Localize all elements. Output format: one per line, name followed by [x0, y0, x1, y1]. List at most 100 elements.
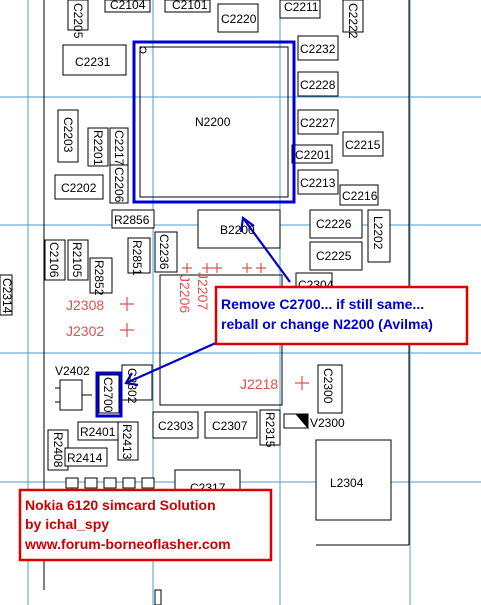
- c2201-outline: [291, 144, 333, 164]
- r2315-outline: [259, 409, 281, 446]
- n2200-pin1-marker: [139, 46, 147, 54]
- c2226-outline: [309, 209, 363, 239]
- label-c2300: C2300: [321, 368, 335, 404]
- label-c2226: C2226: [316, 217, 352, 231]
- label-c2104: C2104: [110, 0, 146, 12]
- c2314-outline: [0, 274, 13, 316]
- label-c2106: C2106: [47, 242, 61, 278]
- c2236-outline: [154, 231, 178, 273]
- component-outlines: [0, 0, 392, 521]
- repair-note: Remove C2700... if still same... reball …: [214, 285, 469, 346]
- label-c2215: C2215: [345, 138, 381, 152]
- label-c2213: C2213: [300, 176, 336, 190]
- label-j2207: J2207: [195, 272, 211, 310]
- label-r2414: R2414: [67, 451, 103, 465]
- c2700-body: [98, 374, 120, 414]
- label-r2315: R2315: [263, 412, 277, 448]
- c2300-outline: [317, 364, 343, 414]
- silkscreen-plus-marks: [120, 263, 309, 390]
- credit-border: [18, 488, 273, 562]
- c2213-outline: [297, 169, 339, 195]
- c2211-outline: [279, 0, 321, 19]
- label-c2231: C2231: [75, 55, 111, 69]
- label-j2218: J2218: [240, 376, 278, 392]
- label-r2851: R2851: [130, 240, 144, 276]
- c2203-outline: [57, 109, 79, 163]
- label-n2200: N2200: [195, 115, 231, 129]
- label-r2105: R2105: [70, 242, 84, 278]
- label-j2206: J2206: [177, 275, 193, 313]
- label-c2302: C2302: [125, 368, 139, 404]
- c2225-outline: [309, 241, 363, 271]
- c2228-outline: [297, 71, 339, 97]
- label-v2300: V2300: [310, 416, 345, 430]
- c2101-outline: [164, 0, 211, 13]
- component-labels: C2104 C2101 C2205 C2220 C2211 C2222 C223…: [0, 0, 385, 495]
- connector-pads: [65, 477, 162, 605]
- label-c2222: C2222: [346, 3, 360, 39]
- label-l2304: L2304: [330, 476, 364, 490]
- l2202-outline: [367, 209, 391, 263]
- label-c2206: C2206: [112, 167, 126, 203]
- v2402-outline: [55, 379, 92, 411]
- r2201-outline: [87, 127, 109, 167]
- label-c2232: C2232: [300, 42, 336, 56]
- c2206-outline: [109, 164, 129, 204]
- c2104-outline: [104, 0, 151, 13]
- label-c2203: C2203: [61, 117, 75, 153]
- n2200-highlight: [132, 40, 296, 204]
- credit-line-3: www.forum-borneoflasher.com: [24, 536, 231, 552]
- c2231-outline: [62, 44, 127, 76]
- c2303-outline: [152, 411, 199, 439]
- label-c2217: C2217: [112, 130, 126, 166]
- label-b2200: B2200: [220, 223, 255, 237]
- label-c2236: C2236: [157, 234, 171, 270]
- c2216-outline: [339, 184, 379, 206]
- label-c2307: C2307: [212, 419, 248, 433]
- c2106-outline: [44, 239, 66, 281]
- l2304-outline: [315, 439, 392, 521]
- label-c2228: C2228: [300, 78, 336, 92]
- label-j2308: J2308: [66, 297, 104, 313]
- label-c2205: C2205: [71, 3, 85, 39]
- label-r2856: R2856: [114, 213, 150, 227]
- label-j2302: J2302: [66, 323, 104, 339]
- c2232-outline: [297, 35, 339, 61]
- label-c2225: C2225: [316, 249, 352, 263]
- label-r2413: R2413: [120, 424, 134, 460]
- r2852-outline: [89, 257, 113, 294]
- r2856-outline: [111, 209, 155, 229]
- c2307-outline: [204, 411, 258, 439]
- c2205-outline: [67, 0, 89, 31]
- r2105-outline: [67, 239, 89, 281]
- label-c2303: C2303: [158, 419, 194, 433]
- label-c2227: C2227: [300, 116, 336, 130]
- label-c2216: C2216: [342, 189, 378, 203]
- label-r2408: R2408: [51, 432, 65, 468]
- c2222-outline: [342, 0, 364, 33]
- c2227-outline: [297, 109, 339, 135]
- credit-line-2: by ichal_spy: [25, 516, 109, 532]
- label-l2202: L2202: [371, 216, 385, 250]
- r2413-outline: [117, 421, 139, 461]
- v2300-outline: [283, 413, 309, 430]
- label-c2314: C2314: [0, 278, 14, 314]
- label-c2101: C2101: [172, 0, 208, 12]
- label-c2201: C2201: [295, 148, 331, 162]
- label-c2700: C2700: [101, 377, 115, 413]
- credit-line-1: Nokia 6120 simcard Solution: [25, 497, 216, 513]
- connector-labels: J2207 J2206 J2308 J2302 J2218: [66, 272, 278, 392]
- label-c2220: C2220: [221, 12, 257, 26]
- b2200-outline: [197, 209, 281, 249]
- c2202-outline: [54, 174, 104, 200]
- c2220-outline: [217, 3, 259, 33]
- note-line-1: Remove C2700... if still same...: [221, 296, 424, 312]
- label-c2202: C2202: [61, 181, 97, 195]
- label-r2201: R2201: [91, 130, 105, 166]
- credit-box: Nokia 6120 simcard Solution by ichal_spy…: [18, 488, 273, 562]
- c2215-outline: [342, 131, 384, 157]
- note-box: [214, 285, 469, 346]
- n2200-inner: [139, 46, 289, 198]
- label-r2852: R2852: [92, 260, 106, 296]
